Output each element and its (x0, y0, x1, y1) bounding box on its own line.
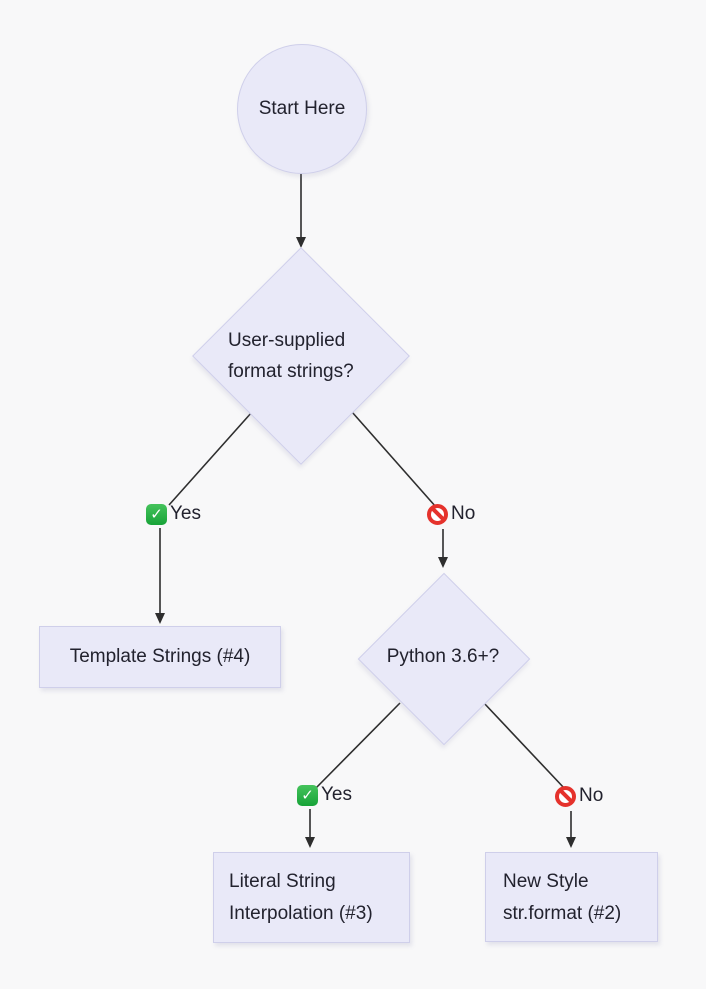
decision-user-supplied-line2: format strings? (228, 361, 354, 382)
result-new-style-line2: str.format (#2) (503, 903, 622, 924)
decision-python-36-label: Python 3.6+? (378, 644, 508, 670)
edge-label-yes-1-text: Yes (170, 503, 201, 524)
check-icon: ✓ (297, 784, 318, 806)
result-literal-line2: Interpolation (#3) (229, 903, 373, 924)
check-icon: ✓ (146, 503, 167, 525)
result-literal-string-interpolation: Literal String Interpolation (#3) (213, 852, 410, 943)
edge-label-no-1: No (427, 503, 475, 525)
result-new-style-str-format: New Style str.format (#2) (485, 852, 658, 942)
edge-label-no-2-text: No (579, 785, 604, 806)
edge-label-no-1-text: No (451, 503, 476, 524)
prohibited-icon (427, 503, 448, 525)
start-node: Start Here (237, 44, 367, 174)
start-node-label: Start Here (258, 98, 346, 119)
edge-label-yes-2: ✓ Yes (297, 784, 352, 806)
decision-user-supplied-label: User-supplied format strings? (228, 325, 354, 387)
result-new-style-line1: New Style (503, 871, 589, 892)
decision-python-36-text: Python 3.6+? (386, 646, 500, 667)
edge-label-yes-2-text: Yes (321, 784, 352, 805)
edge-label-no-2: No (555, 785, 603, 807)
result-template-strings: Template Strings (#4) (39, 626, 281, 688)
edge-label-yes-1: ✓ Yes (146, 503, 201, 525)
result-template-strings-label: Template Strings (#4) (69, 646, 251, 667)
result-literal-line1: Literal String (229, 871, 336, 892)
decision-user-supplied-line1: User-supplied (228, 330, 346, 351)
prohibited-icon (555, 785, 576, 807)
